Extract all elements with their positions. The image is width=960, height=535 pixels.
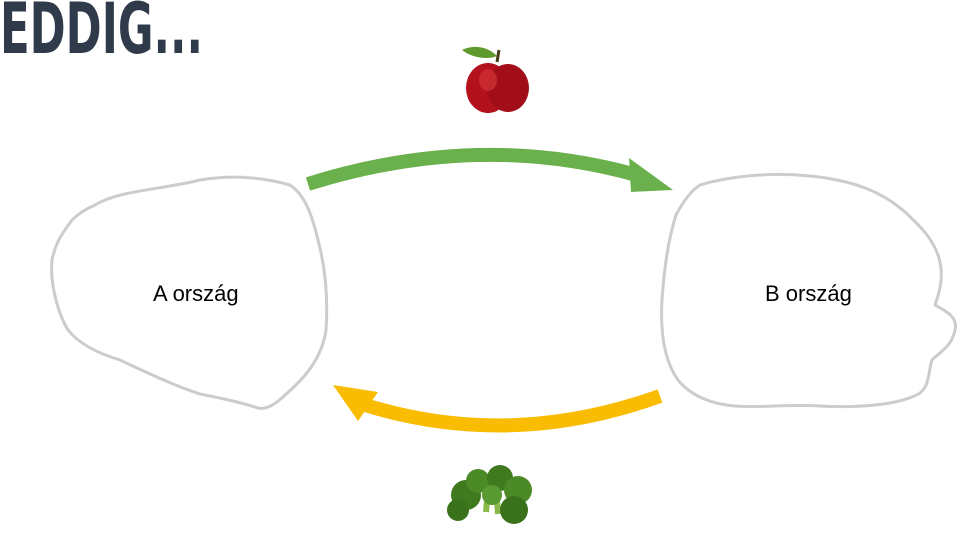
broccoli-icon xyxy=(447,465,532,524)
country-b-label: B ország xyxy=(765,281,852,306)
apple-icon xyxy=(462,46,529,113)
export-arrow-shaft xyxy=(305,147,642,191)
import-arrow-shaft xyxy=(362,389,663,433)
country-a-outline xyxy=(50,175,329,410)
slide-title: EDDIG... xyxy=(0,0,203,70)
import-arrow-head xyxy=(333,385,378,421)
country-a-label: A ország xyxy=(153,281,239,306)
country-b-outline xyxy=(660,172,958,409)
export-arrow-head xyxy=(629,158,673,192)
